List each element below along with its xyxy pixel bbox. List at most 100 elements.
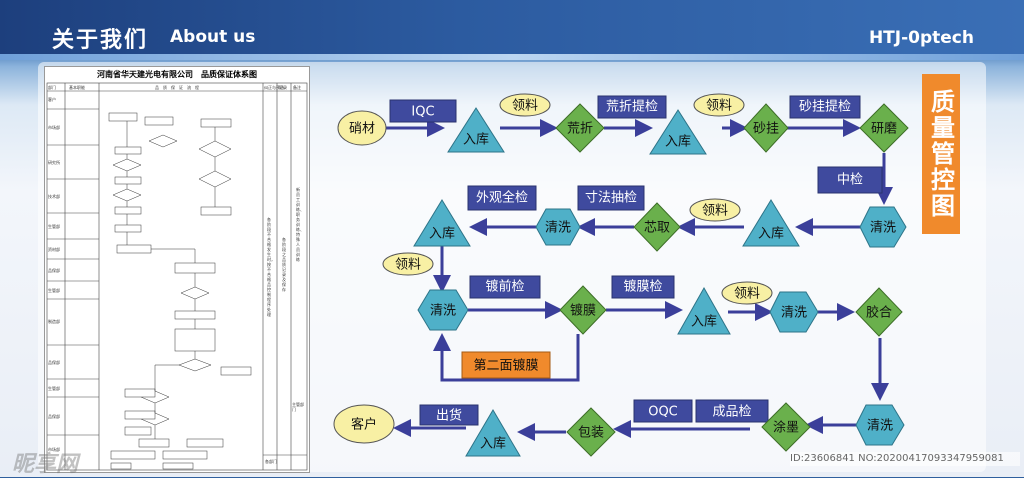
label-oqc: OQC xyxy=(648,405,678,420)
label-pick: 领料 xyxy=(702,204,728,219)
watermark-logo: 昵享网 xyxy=(12,452,79,477)
node-clean-4 xyxy=(769,291,819,333)
label-storage: 入库 xyxy=(480,436,506,452)
doc-dept: 品保部 xyxy=(48,268,60,273)
label-clean: 清洗 xyxy=(870,221,896,236)
node-pick-4 xyxy=(382,252,434,276)
page-title: 关于我们 xyxy=(52,28,149,53)
node-clean-1 xyxy=(417,289,469,331)
doc-dept: 市场部 xyxy=(48,447,60,452)
node-storage-6 xyxy=(465,409,521,457)
document-table-lines xyxy=(46,82,308,471)
label-pack: 包装 xyxy=(578,426,604,441)
label-storage: 入库 xyxy=(463,132,489,148)
doc-dept: 品保部 xyxy=(48,414,60,419)
node-rough-inspect xyxy=(597,95,667,119)
node-pick-1 xyxy=(499,93,551,117)
doc-note-nonconformance: 各阶段不合格发生时，按不合格品控制程序处理 xyxy=(267,217,275,317)
label-pick: 领料 xyxy=(512,99,538,114)
node-customer xyxy=(333,404,395,444)
label-rough-grind: 荒折 xyxy=(567,122,593,137)
node-second-coat xyxy=(461,351,551,379)
label-clean: 清洗 xyxy=(867,419,893,434)
node-storage-5 xyxy=(677,286,731,335)
doc-dept: 品保部 xyxy=(48,360,60,365)
label-clean: 清洗 xyxy=(545,221,571,236)
node-iqc xyxy=(389,99,457,123)
label-core: 芯取 xyxy=(644,221,670,236)
node-storage-4 xyxy=(742,199,800,247)
node-pick-2 xyxy=(693,93,745,117)
node-sand-inspect xyxy=(789,95,861,119)
label-iqc: IQC xyxy=(411,105,434,120)
node-storage-2 xyxy=(649,109,707,155)
label-ink: 涂墨 xyxy=(773,420,799,436)
node-pick-5 xyxy=(721,281,773,305)
node-final-check xyxy=(695,399,769,423)
doc-col-dept: 部门 xyxy=(48,85,56,90)
label-pick: 领料 xyxy=(395,258,421,273)
node-coat xyxy=(559,285,607,335)
label-storage: 入库 xyxy=(665,134,691,150)
doc-dept: 客户 xyxy=(48,97,56,102)
doc-dept: 生管部 xyxy=(48,386,60,391)
node-appear-check xyxy=(467,185,537,211)
doc-col-function: 基本职能 xyxy=(69,85,85,90)
label-glue: 胶合 xyxy=(866,305,892,321)
label-pre-coat-check: 镀前检 xyxy=(485,279,524,295)
node-clean-2 xyxy=(535,208,581,246)
doc-col-flow: 品 质 保 证 流 程 xyxy=(155,85,199,90)
label-customer: 客户 xyxy=(351,417,377,433)
node-mid-check xyxy=(817,166,883,194)
doc-col-note: 备注 xyxy=(293,85,301,90)
label-storage: 入库 xyxy=(758,226,784,242)
brand-label: HTJ-0ptech xyxy=(868,28,974,48)
quality-control-label: 质量管控图 xyxy=(922,74,960,234)
node-core xyxy=(633,202,681,252)
node-polish xyxy=(859,103,909,153)
node-glue xyxy=(855,287,903,337)
doc-dept: 资材部 xyxy=(48,247,60,252)
label-coat: 镀膜 xyxy=(570,303,596,319)
doc-dept: 技术部 xyxy=(48,194,60,199)
label-storage: 入库 xyxy=(429,226,455,242)
label-final-check: 成品检 xyxy=(712,405,751,420)
doc-note-records: 各阶段之品质记录及保存 xyxy=(282,237,286,292)
label-pick: 领料 xyxy=(706,99,732,114)
label-polish: 研磨 xyxy=(871,122,897,137)
node-pre-coat-check xyxy=(469,275,541,299)
top-banner xyxy=(0,0,1024,60)
node-rough-grind xyxy=(555,103,605,153)
label-material: 硝材 xyxy=(349,122,375,137)
node-pack xyxy=(566,407,616,457)
label-storage: 入库 xyxy=(691,314,717,330)
doc-note-training: 新员工训练、职务训练、特殊人员训练 xyxy=(296,187,304,262)
label-size-check: 寸法抽检 xyxy=(585,191,637,206)
node-pick-3 xyxy=(689,198,741,222)
label-coat-check: 镀膜检 xyxy=(623,279,662,295)
watermark-id: ID:23606841 NO:20200417093347959081 xyxy=(790,452,1020,466)
doc-dept: 生管部 xyxy=(48,288,60,293)
label-sand-inspect: 砂挂提检 xyxy=(799,99,851,115)
doc-dept: 研究所 xyxy=(48,160,60,165)
node-oqc xyxy=(633,399,693,423)
doc-col-corrective: 纠正与预防 xyxy=(264,85,284,90)
label-rough-inspect: 荒折提检 xyxy=(606,99,658,115)
node-clean-5 xyxy=(855,404,905,446)
label-ship: 出货 xyxy=(436,408,462,424)
page-subtitle: About us xyxy=(170,27,256,47)
label-second-coat: 第二面镀膜 xyxy=(473,358,538,374)
node-ship xyxy=(419,404,479,426)
qa-system-document: 河南省华天建光电有限公司 品质保证体系图 xyxy=(44,66,310,473)
label-clean: 清洗 xyxy=(430,304,456,319)
doc-col-record: 记录 xyxy=(279,85,287,90)
node-clean-3 xyxy=(859,206,907,248)
label-sand-hang: 砂挂 xyxy=(753,122,779,137)
node-storage-1 xyxy=(447,107,505,153)
label-clean: 清洗 xyxy=(781,306,807,321)
node-material xyxy=(337,110,387,146)
label-appear-check: 外观全检 xyxy=(476,190,528,206)
label-pick: 领料 xyxy=(734,287,760,302)
node-coat-check xyxy=(611,275,675,299)
